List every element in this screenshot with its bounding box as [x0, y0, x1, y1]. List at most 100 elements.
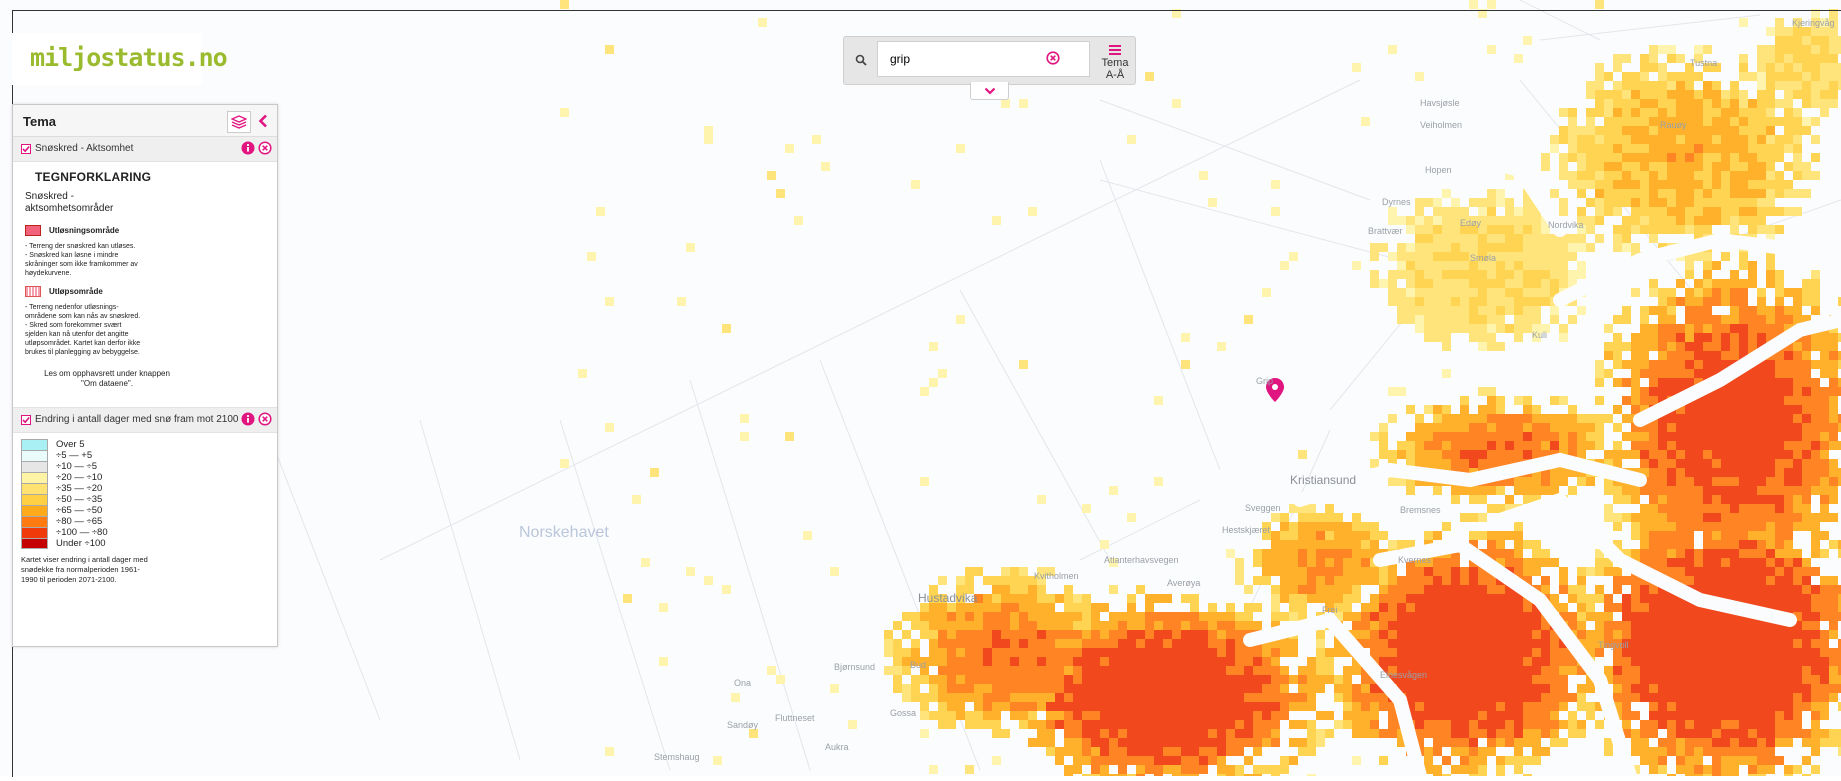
place-label: Aukra	[825, 742, 849, 752]
place-label: Rauøy	[1660, 120, 1687, 130]
sea-label: Norskehavet	[519, 524, 609, 541]
legend-note: Kartet viser endring i antall dager med …	[21, 555, 148, 584]
place-label: Brattvær	[1368, 226, 1403, 236]
layers-icon	[231, 115, 247, 129]
place-label: Kjeringvåg	[1792, 18, 1835, 28]
legend-class-description: - Terreng der snøskred kan utløses. - Sn…	[25, 243, 138, 277]
expand-search-button[interactable]	[970, 82, 1009, 100]
layer-checkbox[interactable]	[21, 144, 31, 154]
location-marker-icon[interactable]	[1266, 378, 1284, 402]
place-label: Tingvoll	[1598, 640, 1629, 650]
place-label: Gossa	[890, 708, 917, 718]
layer-snoskred-header: Snøskred - Aktsomhet	[13, 137, 277, 162]
layer-checkbox[interactable]	[21, 415, 31, 425]
place-label: Nordvika	[1548, 220, 1584, 230]
place-label: Havsjøsle	[1420, 98, 1460, 108]
place-label: Sveggen	[1245, 503, 1281, 513]
legend-class-description: - Terreng nedenfor utløsnings-områdene s…	[25, 304, 141, 356]
place-label: Bjørnsund	[834, 662, 876, 672]
legend-swatch	[25, 225, 41, 236]
search-bar: Tema A-Å	[843, 36, 1136, 85]
legend-label: Over 5	[56, 439, 85, 450]
info-icon[interactable]	[241, 141, 255, 155]
legend-labels: Over 5÷5 — +5÷10 — ÷5÷20 — ÷10÷35 — ÷20÷…	[56, 439, 108, 549]
legend-snoskred: TEGNFORKLARING Snøskred - aktsomhetsområ…	[13, 162, 277, 407]
remove-layer-icon[interactable]	[258, 141, 272, 155]
panel-title: Tema	[23, 114, 56, 129]
place-label: Frei	[1322, 605, 1338, 615]
place-label: Elnesvågen	[1380, 670, 1428, 680]
legend-snodager: Over 5÷5 — +5÷10 — ÷5÷20 — ÷10÷35 — ÷20÷…	[13, 433, 277, 591]
legend-label: ÷65 — ÷50	[56, 505, 103, 516]
layer-snodager-header: Endring i antall dager med snø fram mot …	[13, 407, 277, 433]
place-label: Averøya	[1167, 578, 1201, 588]
legend-label: Under ÷100	[56, 538, 106, 549]
legend-title: TEGNFORKLARING	[35, 170, 152, 184]
legend-label: ÷35 — ÷20	[56, 483, 103, 494]
place-label: Hestskjæret	[1222, 525, 1271, 535]
chevron-down-icon	[984, 87, 995, 95]
logo-text: miljostatus.no	[30, 43, 228, 72]
legend-label: ÷10 — ÷5	[56, 461, 98, 472]
place-label: Kuli	[1532, 330, 1548, 340]
legend-swatch	[21, 461, 48, 472]
place-label: Fluttneset	[775, 713, 815, 723]
legend-label: ÷20 — ÷10	[56, 472, 103, 483]
tema-panel: Tema Snøskred - Aktsomhet	[12, 104, 278, 647]
place-label: Atlanterhavsvegen	[1104, 555, 1179, 565]
logo[interactable]: miljostatus.no	[12, 33, 228, 85]
remove-layer-icon[interactable]	[258, 412, 272, 426]
place-label: Smøla	[1470, 253, 1497, 263]
place-label: Dyrnes	[1382, 197, 1411, 207]
legend-subtitle: Snøskred - aktsomhetsområder	[25, 191, 114, 214]
layer-title: Endring i antall dager med snø fram mot …	[35, 414, 239, 425]
legend-swatches	[21, 439, 48, 549]
tema-a-a-button[interactable]: Tema A-Å	[1096, 41, 1134, 81]
legend-swatch	[21, 527, 48, 538]
place-label: Edøy	[1460, 218, 1482, 228]
place-label: Kvernes	[1398, 555, 1432, 565]
legend-swatch	[25, 286, 41, 297]
info-icon[interactable]	[241, 412, 255, 426]
legend-ramp: Over 5÷5 — +5÷10 — ÷5÷20 — ÷10÷35 — ÷20÷…	[21, 439, 269, 549]
menu-icon	[1109, 45, 1121, 55]
place-label: Sandøy	[727, 720, 759, 730]
legend-label: ÷50 — ÷35	[56, 494, 103, 505]
tema-a-a-label: Tema A-Å	[1101, 57, 1129, 81]
marker-label: Grip	[1256, 376, 1274, 386]
place-label: Ona	[734, 678, 752, 688]
place-label: Hopen	[1425, 165, 1452, 175]
town-label: Kristiansund	[1290, 473, 1357, 487]
legend-swatch	[21, 472, 48, 483]
place-label: Hustadvika	[918, 591, 978, 605]
place-label: Bud	[910, 660, 927, 670]
search-button[interactable]	[850, 45, 872, 75]
legend-swatch	[21, 483, 48, 494]
place-label: Stemshaug	[654, 752, 700, 762]
clear-search-button[interactable]	[1046, 51, 1062, 67]
copyright-note: Les om opphavsrett under knappen "Om dat…	[44, 369, 170, 388]
legend-class-label: Utløpsområde	[49, 287, 103, 296]
place-label: Bremsnes	[1400, 505, 1441, 515]
legend-swatch	[21, 505, 48, 516]
legend-swatch	[21, 450, 48, 461]
chevron-left-icon	[258, 114, 267, 128]
legend-class: Utløpsområde	[25, 286, 265, 297]
clear-icon	[1046, 51, 1060, 65]
search-icon	[855, 54, 867, 66]
legend-swatch	[21, 494, 48, 505]
layers-button[interactable]	[227, 111, 251, 133]
legend-swatch	[21, 538, 48, 549]
place-label: Kvitholmen	[1034, 571, 1079, 581]
legend-label: ÷100 — ÷80	[56, 527, 108, 538]
panel-header: Tema	[13, 105, 277, 137]
legend-label: ÷80 — ÷65	[56, 516, 103, 527]
place-label: Tustna	[1690, 58, 1718, 68]
layer-title: Snøskred - Aktsomhet	[35, 143, 134, 154]
legend-swatch	[21, 516, 48, 527]
collapse-panel-button[interactable]	[255, 111, 271, 131]
legend-swatch	[21, 439, 48, 450]
legend-class-label: Utløsningsområde	[49, 226, 120, 235]
